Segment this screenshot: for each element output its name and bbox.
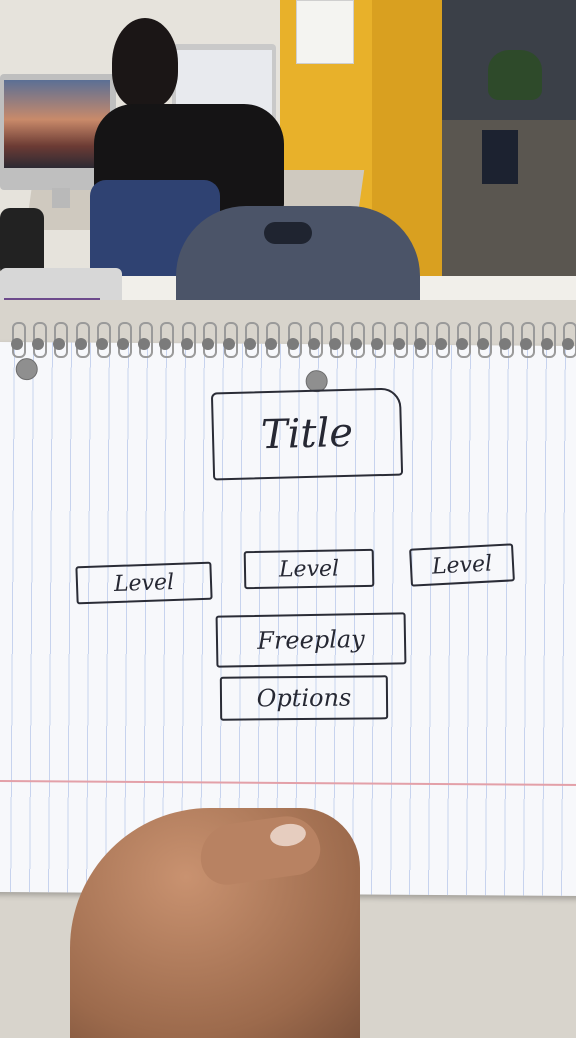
sketch-options-label: Options xyxy=(256,683,352,713)
gray-chair xyxy=(176,206,420,300)
binding-hole xyxy=(562,338,575,350)
sketch-level-button-2: Level xyxy=(243,548,375,590)
wall-paper-sheet xyxy=(296,0,354,64)
binding-hole xyxy=(541,338,553,350)
punch-hole xyxy=(15,358,38,381)
laptop-screen xyxy=(4,298,100,300)
binding-hole xyxy=(117,338,129,350)
person-head xyxy=(112,18,178,108)
binding-hole xyxy=(223,338,235,350)
monitor-stand xyxy=(52,188,70,208)
binding-hole xyxy=(95,338,108,350)
sketch-level-button-1: Level xyxy=(75,561,213,605)
trash-bin xyxy=(482,130,518,184)
binding-hole xyxy=(435,338,447,350)
binding-hole xyxy=(180,338,193,350)
potted-plant xyxy=(488,50,542,100)
binding-hole xyxy=(477,338,490,350)
sketch-freeplay-button: Freeplay xyxy=(215,612,407,668)
sketch-level-label: Level xyxy=(278,555,340,583)
notebook-margin-line xyxy=(0,779,576,787)
binding-hole xyxy=(138,338,151,350)
binding-hole xyxy=(244,338,257,350)
binding-hole xyxy=(11,338,23,350)
sketch-level-label: Level xyxy=(431,550,493,580)
sketch-level-button-3: Level xyxy=(409,543,515,587)
binding-hole xyxy=(286,338,299,350)
laptop xyxy=(0,268,122,300)
binding-hole xyxy=(519,338,532,350)
sketch-title-text: Title xyxy=(260,409,354,459)
binding-hole xyxy=(413,338,426,350)
background-room xyxy=(0,0,576,300)
binding-hole xyxy=(307,338,320,350)
sketch-options-button: Options xyxy=(219,675,389,721)
chair-far-left xyxy=(0,208,44,278)
binding-hole xyxy=(265,338,278,350)
binding-hole xyxy=(371,338,384,350)
sketch-level-label: Level xyxy=(113,569,175,597)
chair-handle-hole xyxy=(264,222,312,244)
binding-hole xyxy=(498,338,511,350)
spiral-binding xyxy=(0,322,576,360)
binding-hole xyxy=(392,338,405,350)
binding-hole xyxy=(159,338,172,350)
binding-hole xyxy=(201,338,214,350)
sketch-freeplay-label: Freeplay xyxy=(257,625,365,655)
binding-hole xyxy=(53,338,66,350)
binding-hole xyxy=(32,338,45,350)
binding-hole xyxy=(329,338,341,350)
monitor-screen xyxy=(4,80,110,168)
sketch-title-box: Title xyxy=(210,387,404,481)
binding-hole xyxy=(456,338,469,350)
binding-hole xyxy=(350,338,363,350)
binding-hole xyxy=(74,338,87,350)
